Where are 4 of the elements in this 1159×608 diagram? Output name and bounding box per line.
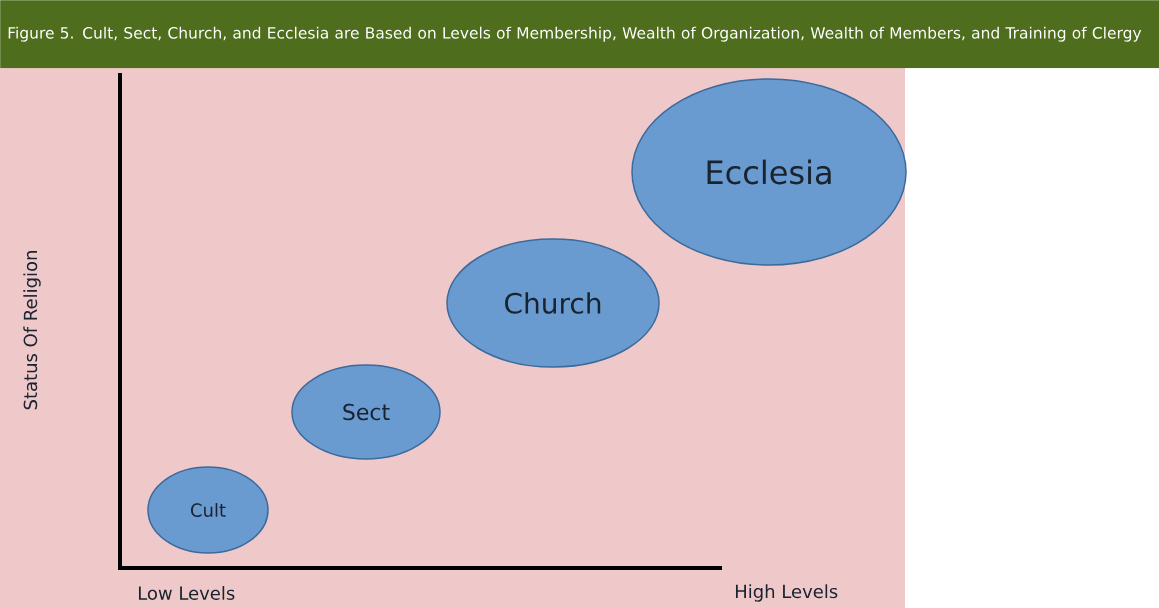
axis-label: Status Of Religion <box>23 251 41 410</box>
axis-label: High Levels <box>736 584 838 602</box>
axis-label: Low Levels <box>138 586 235 600</box>
title-banner: Figure 5. Cult, Sect, Church, and Ecclesia are Based on Levels of Membership, Wealth of Organization, Wealth of Members, and Training of Clergy <box>0 0 1159 69</box>
